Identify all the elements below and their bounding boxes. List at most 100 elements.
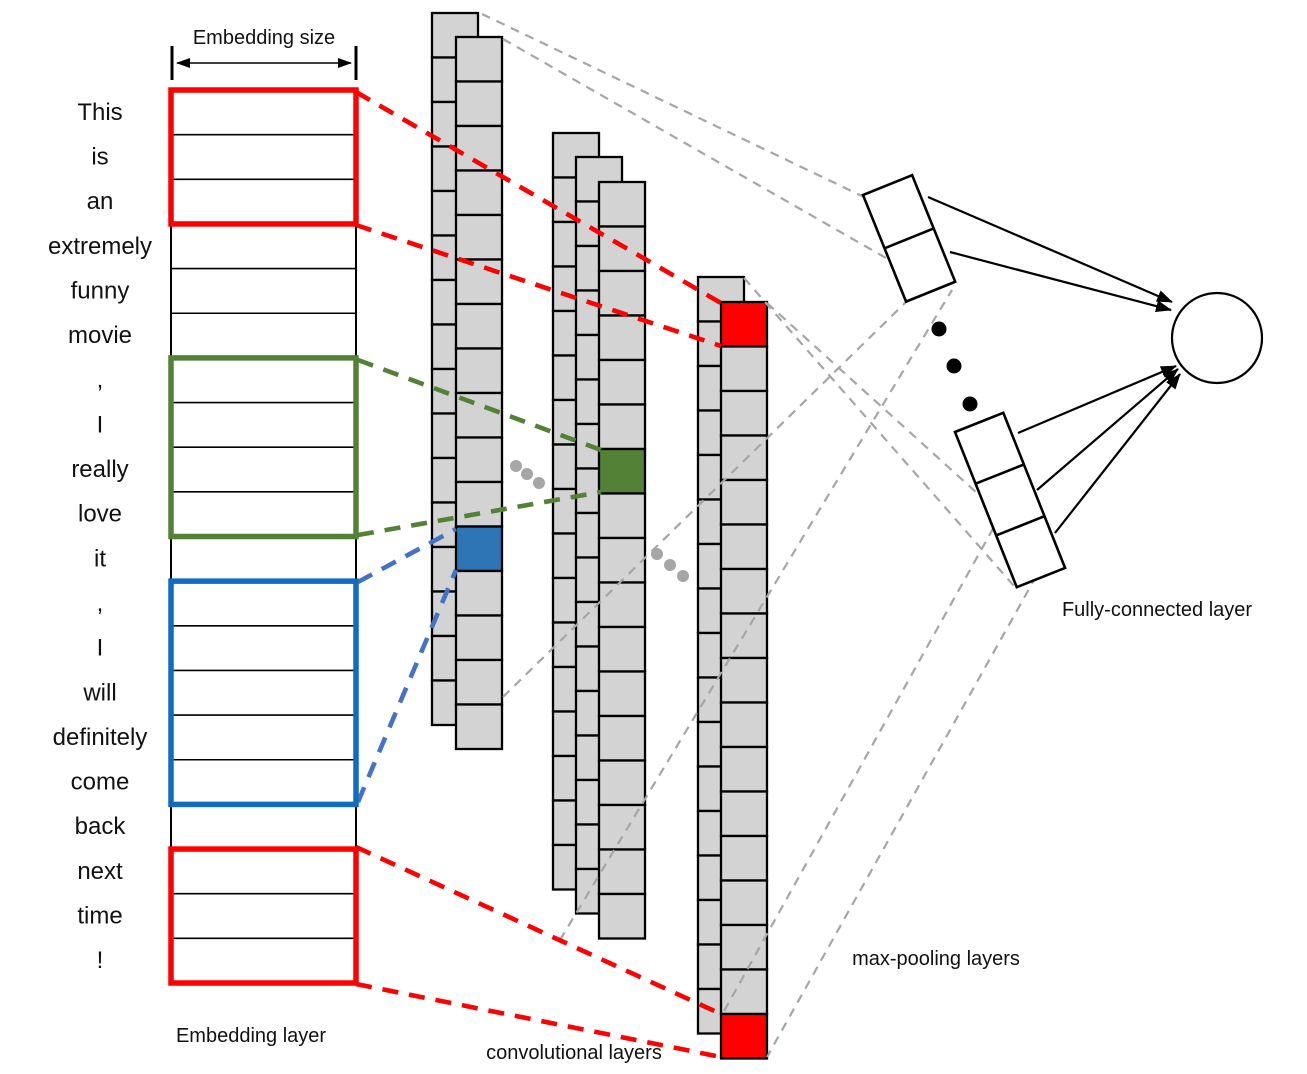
sentence-word: ! <box>97 947 104 974</box>
sentence-word: This <box>77 99 122 126</box>
conv-feature-highlight-cell <box>597 447 647 495</box>
sentence-word: movie <box>68 322 132 349</box>
output-node-layer <box>1170 291 1264 385</box>
conv-feature-cell <box>597 714 647 762</box>
max-pool-cell <box>719 345 769 393</box>
ellipsis-dots-layer <box>510 321 978 582</box>
conv-feature-cell <box>454 169 504 217</box>
sentence-word: , <box>97 367 104 394</box>
conv-feature-cell <box>597 403 647 451</box>
sentence-word: love <box>78 501 122 528</box>
gray-dashed-connector <box>766 302 1062 570</box>
fc-cell-divider <box>975 463 1025 485</box>
output-node-circle <box>1170 291 1264 385</box>
kernel-window-blue_box <box>168 578 359 808</box>
blue-dashed-connector <box>356 526 458 585</box>
green-dashed-connector <box>357 489 602 538</box>
conv-feature-cell <box>597 848 647 896</box>
sentence-word: come <box>71 769 130 796</box>
conv-feature-cell <box>454 347 504 395</box>
gray-dashed-connector <box>743 277 1015 587</box>
sentence-word: definitely <box>53 724 148 751</box>
gray-ellipsis-dot <box>664 559 676 571</box>
conv-feature-cell <box>454 436 504 484</box>
max-pool-cell <box>719 879 769 927</box>
conv-feature-cell <box>597 269 647 317</box>
gray-dashed-connector <box>502 301 907 698</box>
sentence-word: funny <box>71 277 130 304</box>
fc-to-output-arrow <box>949 250 1172 312</box>
conv-feature-cell <box>597 358 647 406</box>
sentence-word: , <box>97 590 104 617</box>
red-dashed-connector <box>355 222 722 349</box>
gray-dashed-connector <box>766 547 1053 1058</box>
conv-feature-cell <box>597 892 647 940</box>
conv-feature-cell <box>597 180 647 228</box>
sentence-word: next <box>77 858 123 885</box>
conv-feature-cell <box>597 670 647 718</box>
red-dashed-connector <box>355 844 722 1017</box>
max-pool-cell <box>719 523 769 571</box>
gray-connection-lines <box>481 13 1062 1058</box>
max-pool-highlight-cell <box>719 1012 769 1060</box>
max-pool-cell <box>719 701 769 749</box>
embedding-layer-label: Embedding layer <box>176 1025 326 1047</box>
red-dashed-connector <box>355 981 722 1060</box>
kernel-window-red <box>168 87 359 227</box>
fc-to-output-arrow <box>1036 368 1179 491</box>
embedding-matrix-layer <box>168 87 359 986</box>
conv-columns-layer <box>430 11 647 940</box>
blue-dashed-connector <box>355 569 459 803</box>
sentence-word: time <box>77 903 122 930</box>
conv-feature-cell <box>454 614 504 662</box>
conv-feature-cell <box>454 258 504 306</box>
conv-feature-cell <box>454 480 504 528</box>
conv-feature-cell <box>454 703 504 751</box>
gray-dashed-connector <box>559 289 953 941</box>
black-ellipsis-dot <box>931 321 947 337</box>
sentence-word: will <box>82 679 116 706</box>
sentence-word: I <box>97 411 104 438</box>
gray-ellipsis-dot <box>677 570 689 582</box>
max-pool-cell <box>719 834 769 882</box>
kernel-window-red <box>168 846 359 986</box>
conv-feature-cell <box>597 759 647 807</box>
conv-feature-cell <box>454 213 504 261</box>
conv-feature-cell <box>597 314 647 362</box>
conv-feature-highlight-cell <box>454 525 504 573</box>
sentence-word: back <box>75 813 127 840</box>
gray-dashed-connector <box>502 38 894 263</box>
fc-cell-divider <box>995 515 1045 537</box>
max-pool-highlight-cell <box>719 300 769 348</box>
fully-connected-box <box>953 411 1067 589</box>
fc-cell-divider <box>884 227 935 250</box>
gray-dashed-connector <box>481 13 865 198</box>
conv-feature-cell <box>454 80 504 128</box>
sentence-word: an <box>87 188 114 215</box>
sentence-word: extremely <box>48 233 152 260</box>
fc-to-output-arrow <box>927 195 1173 304</box>
conv-feature-cell <box>597 581 647 629</box>
sentence-word: really <box>71 456 128 483</box>
max-pool-cell <box>719 656 769 704</box>
max-pool-cell <box>719 434 769 482</box>
conv-feature-cell <box>597 536 647 584</box>
convolutional-layers-label: convolutional layers <box>486 1042 662 1064</box>
gray-ellipsis-dot <box>521 468 533 480</box>
conv-feature-cell <box>597 225 647 273</box>
max-pool-columns-layer <box>696 275 769 1060</box>
sentence-word: is <box>91 143 108 170</box>
red-dashed-connector <box>354 90 723 305</box>
word-labels-layer: Thisisanextremelyfunnymovie,Ireallylovei… <box>48 99 152 974</box>
sentence-word: I <box>97 635 104 662</box>
fully-connected-layer-label: Fully-connected layer <box>1062 599 1252 621</box>
gray-ellipsis-dot <box>510 460 522 472</box>
fc-to-output-arrow <box>1017 364 1177 435</box>
max-pool-cell <box>719 745 769 793</box>
max-pool-cell <box>719 923 769 971</box>
fully-connected-box <box>861 173 957 304</box>
conv-feature-cell <box>597 492 647 540</box>
fully-connected-boxes-layer <box>861 173 1067 589</box>
